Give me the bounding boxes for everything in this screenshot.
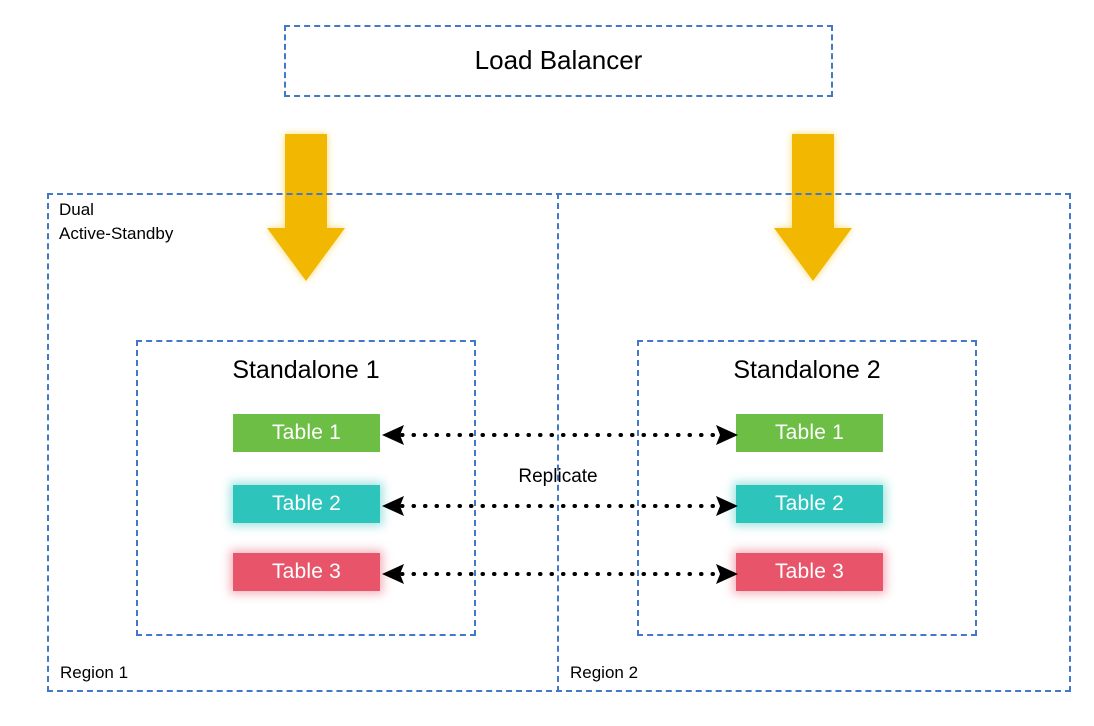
load-balancer-box <box>284 25 833 97</box>
standalone-1-table-2: Table 2 <box>233 485 380 523</box>
load-balancer-label: Load Balancer <box>474 45 643 75</box>
standalone-2-title: Standalone 2 <box>733 356 881 384</box>
replicate-label: Replicate <box>518 466 598 487</box>
standalone-2-box <box>637 340 977 636</box>
dual-active-standby-box <box>47 193 1071 692</box>
region-divider <box>557 193 559 692</box>
region-2-label: Region 2 <box>570 663 639 682</box>
standalone-1-box <box>136 340 476 636</box>
standalone-2-table-3: Table 3 <box>736 553 883 591</box>
standalone-2-table-1: Table 1 <box>736 414 883 452</box>
dual-active-standby-label: Dual Active-Standby <box>59 200 174 243</box>
region-1-label: Region 1 <box>60 663 129 682</box>
standalone-2-table-2: Table 2 <box>736 485 883 523</box>
standalone-1-table-1: Table 1 <box>233 414 380 452</box>
standalone-1-table-3: Table 3 <box>233 553 380 591</box>
standalone-1-title: Standalone 1 <box>232 356 380 384</box>
